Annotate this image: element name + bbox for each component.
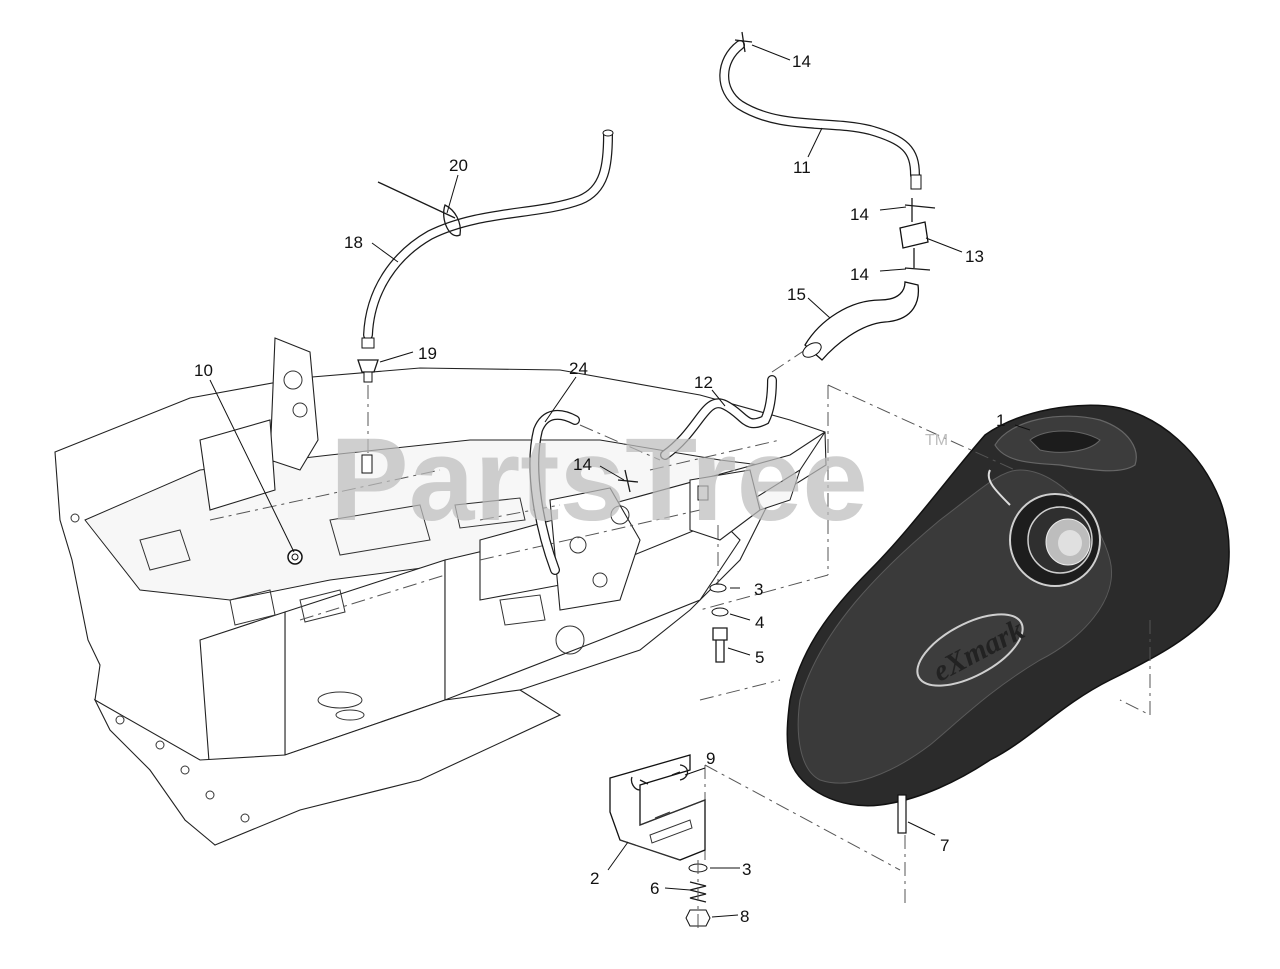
callout-3-upper: 3 <box>754 580 763 599</box>
callout-18: 18 <box>344 233 363 252</box>
callout-13: 13 <box>965 247 984 266</box>
fuel-hose-12 <box>617 349 806 493</box>
callout-12: 12 <box>694 373 713 392</box>
callout-8: 8 <box>740 907 749 926</box>
fuel-tank: eXmark <box>699 384 1230 905</box>
callout-14-hose: 14 <box>573 455 592 474</box>
callout-3-lower: 3 <box>742 860 751 879</box>
callout-4: 4 <box>755 613 764 632</box>
callout-5: 5 <box>755 648 764 667</box>
callout-6: 6 <box>650 879 659 898</box>
callout-14-top: 14 <box>792 52 811 71</box>
vent-hose-18 <box>363 129 614 340</box>
fitting-19 <box>357 337 379 474</box>
callout-leaders <box>209 44 1031 918</box>
callout-1: 1 <box>996 411 1005 430</box>
partstree-watermark: PartsTree <box>330 414 868 546</box>
callout-labels: 1 2 3 3 4 5 6 7 8 9 10 11 12 13 14 14 14… <box>194 52 1005 926</box>
fuel-hose-15 <box>802 281 920 361</box>
callout-7: 7 <box>940 836 949 855</box>
mount-hardware <box>287 485 729 663</box>
fuel-hose-11 <box>719 31 936 271</box>
callout-15: 15 <box>787 285 806 304</box>
callout-24: 24 <box>569 359 588 378</box>
vent-hose-24 <box>529 409 661 575</box>
callout-19: 19 <box>418 344 437 363</box>
callout-2: 2 <box>590 869 599 888</box>
bracket-2 <box>609 754 711 928</box>
callout-10: 10 <box>194 361 213 380</box>
callout-9: 9 <box>706 749 715 768</box>
callout-14-mid: 14 <box>850 205 869 224</box>
callout-20: 20 <box>449 156 468 175</box>
trademark-symbol: TM <box>925 432 948 449</box>
callout-11: 11 <box>793 158 811 177</box>
callout-14-lower: 14 <box>850 265 869 284</box>
